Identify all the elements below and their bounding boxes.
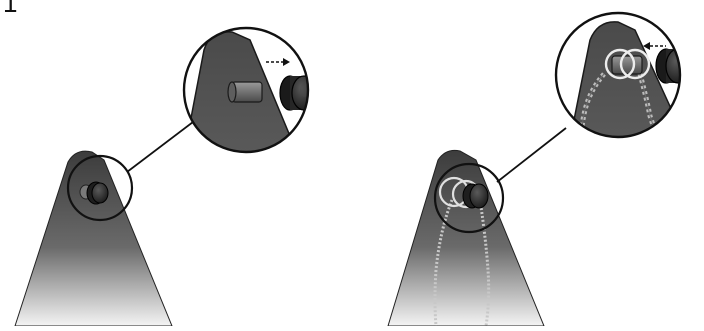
left-knob <box>86 181 109 205</box>
right-plate-chain <box>433 199 491 327</box>
right-panel <box>387 11 682 327</box>
right-zoom-ring-1 <box>604 48 636 80</box>
left-focus-circle <box>66 154 134 222</box>
left-arrow-out <box>266 58 290 66</box>
left-zoom-view <box>182 26 310 154</box>
right-zoom-ring-2 <box>619 48 651 80</box>
left-zoom-knob <box>279 75 308 111</box>
right-leader-line <box>496 127 567 183</box>
right-zoom-knob <box>655 48 680 84</box>
right-plate <box>387 149 545 327</box>
right-knob <box>462 183 489 209</box>
left-leader-line <box>126 121 194 173</box>
right-zoom-pin <box>611 55 643 75</box>
right-focus-circle <box>433 162 505 234</box>
step-number: 1 <box>3 0 18 18</box>
left-zoom-pin <box>227 81 263 103</box>
left-plate <box>14 150 173 327</box>
right-arrow-in <box>643 42 666 50</box>
right-zoom-chain <box>578 72 665 137</box>
right-zoom-view <box>554 11 682 139</box>
left-panel <box>14 26 310 327</box>
